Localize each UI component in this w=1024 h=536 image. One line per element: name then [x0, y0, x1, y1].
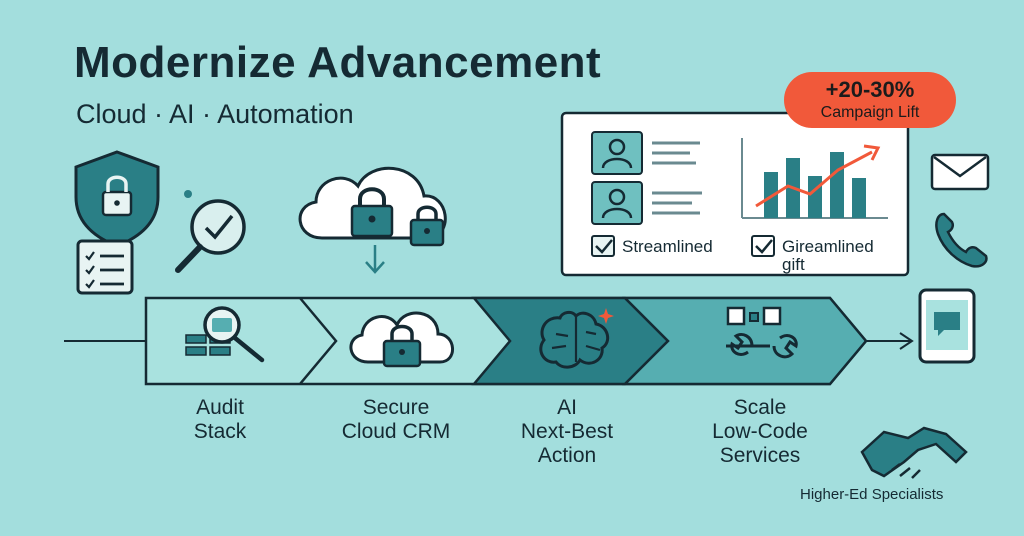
bar-chart-icon	[741, 138, 888, 219]
step-divider	[299, 297, 338, 385]
user-card-icon	[591, 131, 700, 175]
page-subtitle: Cloud · AI · Automation	[76, 99, 354, 129]
cloud-locks-icon	[298, 166, 447, 247]
badge-label: Campaign Lift	[820, 104, 920, 121]
check-box	[591, 235, 615, 257]
campaign-lift-badge: +20-30% Campaign Lift	[784, 72, 956, 128]
step-label-scale: Scale Low-Code Services	[712, 396, 808, 467]
step-label-audit: Audit Stack	[193, 396, 247, 443]
mail-icon	[930, 153, 990, 191]
page-title: Modernize Advancement	[74, 38, 602, 87]
check-box	[751, 235, 775, 257]
gear-wrench-icon	[726, 306, 798, 359]
phone-icon	[935, 212, 988, 268]
process-line	[64, 332, 914, 350]
audit-magnifier-icon	[185, 306, 265, 363]
step-label-ai: AI Next-Best Action	[520, 396, 614, 467]
check-label: Streamlined	[622, 237, 713, 256]
check-label: Gireamlined	[782, 237, 874, 256]
down-arrow-icon	[365, 245, 385, 274]
mobile-chat-icon	[918, 288, 976, 364]
shield-lock-icon	[74, 150, 160, 248]
step-label-secure: Secure Cloud CRM	[341, 396, 451, 443]
step-segment-scale	[621, 296, 868, 386]
badge-value: +20-30%	[825, 77, 915, 102]
footer-label: Higher-Ed Specialists	[800, 486, 944, 503]
magnifier-check-icon	[175, 190, 246, 273]
ai-brain-icon	[539, 308, 614, 369]
handshake-icon	[860, 426, 968, 479]
dashboard-panel	[560, 111, 910, 277]
check-label-second-line: gift	[782, 255, 805, 274]
user-card-icon	[591, 181, 702, 225]
checklist-icon	[76, 239, 134, 295]
cloud-lock-icon	[349, 311, 454, 368]
